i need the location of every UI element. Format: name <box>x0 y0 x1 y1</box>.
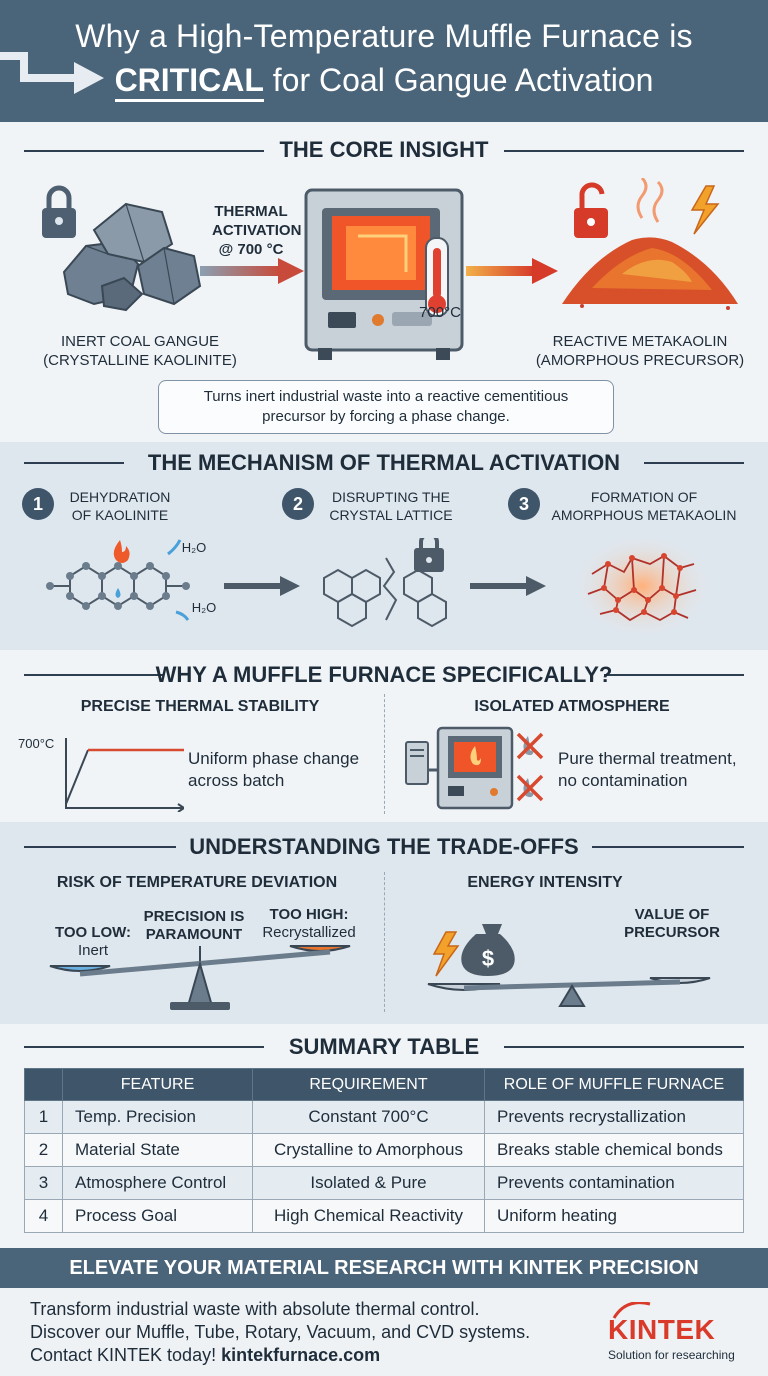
title-emphasis: CRITICAL <box>114 62 264 102</box>
isolated-atmosphere-text: Pure thermal treatment,no contamination <box>558 749 737 790</box>
step-arrow-2 <box>470 576 546 596</box>
table-row: 3 Atmosphere Control Isolated & Pure Pre… <box>24 1166 744 1200</box>
muffle-furnace-icon <box>304 188 464 360</box>
metakaolin-pile-icon <box>562 178 738 310</box>
logo-swoosh-icon <box>612 1302 651 1319</box>
step-2-badge: 2 <box>282 488 314 520</box>
energy-balance-scale: $ <box>427 924 711 1007</box>
table-cell: Material State <box>62 1133 253 1167</box>
why-muffle-section: WHY A MUFFLE FURNACE SPECIFICALLY? PRECI… <box>0 650 768 822</box>
summary-section: SUMMARY TABLE FEATURE REQUIREMENT ROLE O… <box>0 1024 768 1248</box>
table-cell: Prevents recrystallization <box>484 1100 744 1134</box>
cta-banner: ELEVATE YOUR MATERIAL RESEARCH WITH KINT… <box>0 1248 768 1288</box>
title-rest: for Coal Gangue Activation <box>263 62 654 98</box>
too-high-label: TOO HIGH:Recrystallized <box>262 906 356 941</box>
reactive-label: REACTIVE METAKAOLIN(AMORPHOUS PRECURSOR) <box>535 333 745 369</box>
table-header: FEATURE <box>62 1068 253 1101</box>
energy-intensity-heading: ENERGY INTENSITY <box>467 874 623 891</box>
table-cell: High Chemical Reactivity <box>252 1199 485 1233</box>
table-cell: Atmosphere Control <box>62 1166 253 1200</box>
right-arrow-hot-icon <box>466 258 558 284</box>
table-row: 4 Process Goal High Chemical Reactivity … <box>24 1199 744 1233</box>
table-cell: Crystalline to Amorphous <box>252 1133 485 1167</box>
step-3-badge: 3 <box>508 488 540 520</box>
table-cell: 2 <box>24 1133 63 1167</box>
table-cell: Breaks stable chemical bonds <box>484 1133 744 1167</box>
mechanism-section: THE MECHANISM OF THERMAL ACTIVATION 1 DE… <box>0 442 768 650</box>
table-cell: Constant 700°C <box>252 1100 485 1134</box>
temp-deviation-heading: RISK OF TEMPERATURE DEVIATION <box>56 874 338 891</box>
summary-table: FEATURE REQUIREMENT ROLE OF MUFFLE FURNA… <box>24 1068 744 1233</box>
h2o-label-bottom: H₂O <box>191 600 217 615</box>
table-cell: Temp. Precision <box>62 1100 253 1134</box>
website-link[interactable]: kintekfurnace.com <box>221 1345 381 1365</box>
table-cell: Process Goal <box>62 1199 253 1233</box>
table-cell: Uniform heating <box>484 1199 744 1233</box>
core-insight-title: THE CORE INSIGHT <box>279 137 489 162</box>
right-arrow-icon <box>200 258 304 284</box>
tradeoffs-title: UNDERSTANDING THE TRADE-OFFS <box>189 834 579 859</box>
table-cell: Isolated & Pure <box>252 1166 485 1200</box>
kintek-logo: KINTEK Solution for researching <box>608 1302 758 1362</box>
axis-temp-label: 700°C <box>18 736 55 751</box>
table-header <box>24 1068 63 1101</box>
table-header: ROLE OF MUFFLE FURNACE <box>484 1068 744 1101</box>
tradeoffs-divider <box>384 872 385 1012</box>
table-cell: Prevents contamination <box>484 1166 744 1200</box>
page-title-line1: Why a High-Temperature Muffle Furnace is <box>75 18 693 54</box>
thermal-stability-heading: PRECISE THERMAL STABILITY <box>80 698 320 715</box>
footer-section: ELEVATE YOUR MATERIAL RESEARCH WITH KINT… <box>0 1248 768 1376</box>
footer-text: Transform industrial waste with absolute… <box>30 1299 531 1365</box>
page-title-line2: CRITICAL for Coal Gangue Activation <box>0 62 768 102</box>
isolated-furnace-icon <box>405 726 544 810</box>
step-1-badge: 1 <box>22 488 54 520</box>
tradeoffs-section: UNDERSTANDING THE TRADE-OFFS RISK OF TEM… <box>0 822 768 1024</box>
step-arrow-1 <box>224 576 300 596</box>
table-header: REQUIREMENT <box>252 1068 485 1101</box>
svg-text:$: $ <box>482 946 494 971</box>
coal-gangue-rocks-icon <box>42 185 202 312</box>
thermometer-label: 700°C <box>419 304 461 321</box>
amorphous-network-icon <box>572 534 712 638</box>
h2o-label-top: H₂O <box>181 540 207 555</box>
table-row: 1 Temp. Precision Constant 700°C Prevent… <box>24 1100 744 1134</box>
header-banner: Why a High-Temperature Muffle Furnace is… <box>0 0 768 122</box>
broken-lattice-icon <box>323 538 447 628</box>
temperature-balance-scale <box>49 945 351 1010</box>
temperature-profile-chart <box>65 738 184 812</box>
table-cell: 1 <box>24 1100 63 1134</box>
section-divider <box>384 694 385 814</box>
arrow-icon <box>0 52 104 94</box>
mechanism-title: THE MECHANISM OF THERMAL ACTIVATION <box>147 450 621 475</box>
table-cell: 3 <box>24 1166 63 1200</box>
kaolinite-molecule-icon <box>46 539 190 621</box>
too-low-label: TOO LOW:Inert <box>54 924 132 959</box>
table-header-row: FEATURE REQUIREMENT ROLE OF MUFFLE FURNA… <box>24 1068 744 1101</box>
why-muffle-title: WHY A MUFFLE FURNACE SPECIFICALLY? <box>155 662 613 687</box>
table-cell: 4 <box>24 1199 63 1233</box>
inert-label: INERT COAL GANGUE(CRYSTALLINE KAOLINITE) <box>43 333 237 369</box>
table-row: 2 Material State Crystalline to Amorphou… <box>24 1133 744 1167</box>
summary-title: SUMMARY TABLE <box>288 1034 480 1059</box>
core-insight-caption: Turns inert industrial waste into a reac… <box>158 380 614 434</box>
isolated-atmosphere-heading: ISOLATED ATMOSPHERE <box>474 698 670 715</box>
